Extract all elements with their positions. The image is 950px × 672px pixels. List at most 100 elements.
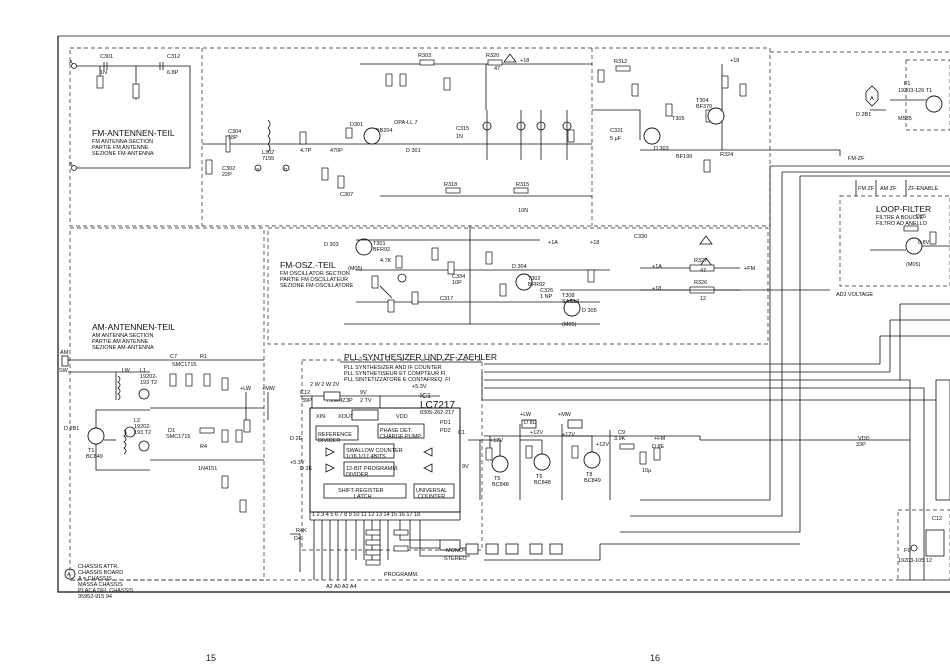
svg-text:19202-: 19202- (134, 424, 151, 430)
svg-text:L2: L2 (134, 418, 140, 424)
svg-text:UNIVERSAL: UNIVERSAL (416, 488, 447, 494)
chassis-line-1: CHASSIS ATTR. (78, 564, 119, 570)
svg-text:T8: T8 (586, 472, 592, 478)
svg-text:BFR92: BFR92 (373, 247, 390, 253)
svg-text:A: A (69, 60, 73, 66)
svg-text:C312: C312 (167, 54, 180, 60)
net-fm: +FM (744, 266, 756, 272)
svg-text:D 303: D 303 (654, 146, 669, 152)
svg-text:R1: R1 (200, 354, 207, 360)
svg-text:4.7P: 4.7P (300, 148, 312, 154)
svg-text:C304: C304 (228, 129, 241, 135)
svg-text:C331: C331 (610, 128, 623, 134)
svg-text:D 304: D 304 (512, 264, 527, 270)
svg-text:BB204: BB204 (376, 128, 393, 134)
fm-osc-sub-2: PARTIE FM OSCILLATEUR (280, 277, 348, 283)
svg-text:C315: C315 (456, 126, 469, 132)
svg-text:C1: C1 (458, 430, 465, 436)
svg-text:1 2 3 4 5 6 7 8 9 10 11 12 13: 1 2 3 4 5 6 7 8 9 10 11 12 13 14 15 16 1… (312, 512, 420, 518)
right-bus-wires (481, 165, 950, 580)
chassis-line-5: PLACA DEL CHASSIS (78, 588, 134, 594)
svg-text:CHARGE PUMP: CHARGE PUMP (380, 434, 421, 440)
svg-text:6.8V: 6.8V (918, 240, 930, 246)
svg-text:3.9K: 3.9K (614, 436, 626, 442)
am-antenna-sub-2: PARTIE AM ANTENNE (92, 339, 149, 345)
svg-text:A: A (870, 96, 874, 102)
svg-text:1/16,1/17 4BITS: 1/16,1/17 4BITS (346, 454, 386, 460)
loop-filter-sub-1: FILTRE A BOUCLE (876, 215, 924, 221)
svg-text:+LW: +LW (240, 386, 252, 392)
svg-text:R326: R326 (694, 280, 707, 286)
svg-text:C307: C307 (340, 192, 353, 198)
svg-text:7155: 7155 (262, 156, 274, 162)
svg-text:PROGRAMM.: PROGRAMM. (384, 572, 419, 578)
r327 (689, 264, 715, 272)
svg-text:19202-: 19202- (140, 374, 157, 380)
svg-text:SMC1715: SMC1715 (166, 434, 190, 440)
svg-text:STEREO: STEREO (444, 556, 467, 562)
svg-text:47: 47 (494, 66, 500, 72)
svg-text:T5: T5 (494, 476, 500, 482)
svg-text:4.7K: 4.7K (380, 258, 392, 264)
svg-text:L302: L302 (262, 150, 274, 156)
fm-osc-sub-3: SEZIONE FM-OSCILLATORE (280, 283, 354, 289)
svg-text:+18: +18 (590, 240, 599, 246)
svg-text:F1: F1 (904, 81, 910, 87)
svg-text:D 2B1: D 2B1 (856, 112, 871, 118)
svg-text:R327: R327 (694, 258, 707, 264)
svg-text:REFERENCE: REFERENCE (318, 432, 352, 438)
chassis-line-6: 95952-915 94 (78, 594, 112, 600)
svg-text:39P: 39P (302, 398, 312, 404)
svg-text:+18: +18 (520, 58, 529, 64)
frame-border (57, 36, 950, 593)
svg-text:(M05): (M05) (348, 266, 363, 272)
svg-text:+MW: +MW (558, 412, 572, 418)
chassis-symbol (64, 568, 76, 580)
svg-text:3P: 3P (346, 398, 353, 404)
svg-text:R303: R303 (418, 53, 431, 59)
svg-text:+18: +18 (730, 58, 739, 64)
svg-text:+12V: +12V (490, 438, 503, 444)
svg-text:T304: T304 (696, 98, 709, 104)
svg-text:33P: 33P (856, 442, 866, 448)
svg-text:PD2: PD2 (440, 428, 451, 434)
svg-text:1N: 1N (100, 70, 107, 76)
svg-text:10µ: 10µ (642, 468, 652, 474)
svg-text:2 TV: 2 TV (360, 398, 372, 404)
svg-text:R318: R318 (444, 182, 457, 188)
svg-text:R324: R324 (720, 152, 733, 158)
osc-parts (371, 247, 595, 313)
fm-transistors (355, 107, 725, 317)
net-zf-enable: ZF-ENABLE (908, 186, 939, 192)
svg-text:D 8E: D 8E (652, 444, 665, 450)
svg-text:T301: T301 (373, 241, 386, 247)
am-antenna-sub-3: SEZIONE AM-ANTENNA (92, 345, 154, 351)
svg-text:D 303: D 303 (324, 242, 339, 248)
svg-text:T1: T1 (88, 448, 94, 454)
if-rail (592, 109, 641, 140)
chassis-line-2: CHASSIS BOARD (78, 570, 123, 576)
loop-filter-parts (865, 85, 950, 255)
svg-text:PD1: PD1 (440, 420, 451, 426)
svg-text:BC849: BC849 (584, 478, 601, 484)
svg-text:XOUT: XOUT (338, 414, 354, 420)
svg-text:7.2MHZ: 7.2MHZ (326, 398, 346, 404)
svg-text:R312: R312 (614, 59, 627, 65)
svg-text:IC1: IC1 (420, 393, 431, 400)
am-antenna-block (61, 355, 264, 513)
svg-text:D 2E: D 2E (300, 466, 313, 472)
am-antenna-sub-1: AM ANTENNA SECTION (92, 333, 153, 339)
svg-text:+5.3V: +5.3V (290, 460, 305, 466)
svg-text:LW: LW (122, 368, 131, 374)
svg-text:SAS13: SAS13 (562, 299, 579, 305)
svg-text:T302: T302 (528, 276, 541, 282)
loop-filter-sub-2: FILTRO AD ANELLO (876, 221, 928, 227)
svg-text:(M05): (M05) (906, 262, 921, 268)
svg-text:D 301: D 301 (406, 148, 421, 154)
svg-text:F9: F9 (904, 548, 910, 554)
svg-text:SMC1715: SMC1715 (172, 362, 196, 368)
svg-text:R315: R315 (516, 182, 529, 188)
svg-text:+MW: +MW (262, 386, 276, 392)
svg-text:LATCH: LATCH (354, 494, 372, 500)
